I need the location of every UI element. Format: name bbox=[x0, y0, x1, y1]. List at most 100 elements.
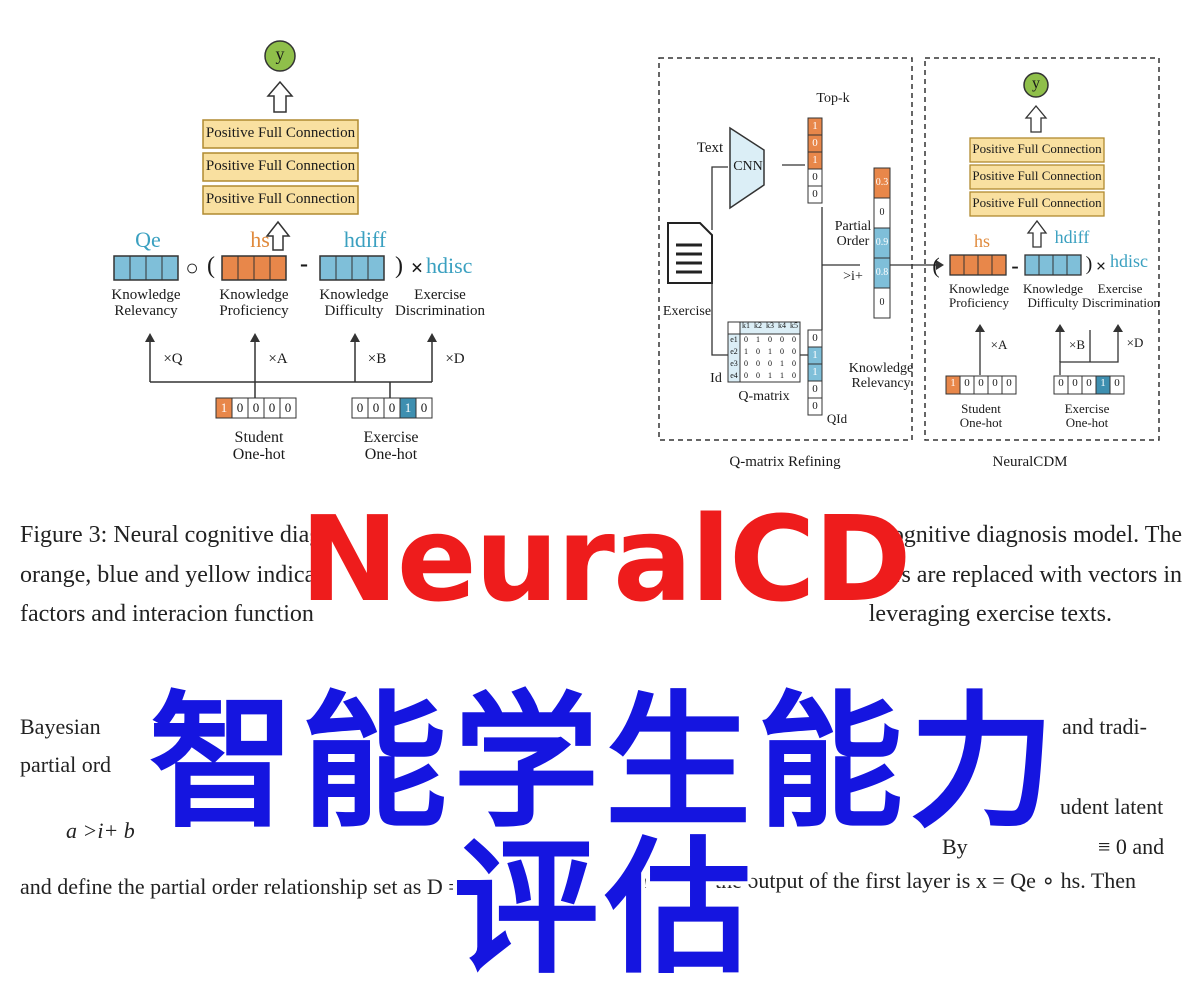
label-line: Exercise bbox=[1064, 401, 1110, 416]
up-arrow-icon bbox=[1026, 219, 1048, 248]
qmatrix-cell: 0 bbox=[780, 335, 784, 344]
body-text-span: h bbox=[636, 868, 647, 893]
fc-layer-label: Positive Full Connection bbox=[205, 191, 356, 207]
connector-lines bbox=[149, 340, 433, 398]
qmatrix-cell: 1 bbox=[780, 371, 784, 380]
caption-text: orange, blue and yellow indica bbox=[20, 562, 316, 588]
qmatrix-cell: 0 bbox=[744, 371, 748, 380]
knowledge-relevancy-label: Knowledge Relevancy bbox=[100, 287, 192, 320]
qmatrix-row: e4 0 0 1 1 0 bbox=[728, 370, 800, 382]
qmatrix-header: k1 k2 k3 k4 k5 bbox=[740, 321, 800, 330]
hdisc-label: hdisc bbox=[426, 253, 473, 278]
qmatrix-cell: 0 bbox=[792, 371, 796, 380]
hadamard-paren: ( bbox=[932, 253, 940, 278]
topk-label: Top-k bbox=[816, 91, 850, 106]
student-onehot-vector bbox=[215, 397, 297, 419]
hadamard-operator: ○ bbox=[185, 255, 199, 280]
topk-cell: 0 bbox=[812, 171, 818, 183]
output-node bbox=[264, 40, 296, 72]
hs-label: hs bbox=[973, 231, 990, 251]
exercise-onehot-vector bbox=[1053, 375, 1125, 395]
label-line: Order bbox=[836, 233, 870, 249]
neuralcdm-panel bbox=[924, 57, 1160, 441]
onehot-cell: 0 bbox=[372, 400, 380, 415]
fc-layer-3 bbox=[202, 185, 359, 215]
caption-line: factors and interacion function leveragi… bbox=[20, 601, 1182, 628]
knowledge-proficiency-label: Knowledge Proficiency bbox=[208, 287, 300, 320]
caption-text: factors and interacion function bbox=[20, 601, 314, 627]
label-line: One-hot bbox=[364, 445, 418, 463]
times-operator: × bbox=[410, 255, 424, 280]
qid-label: QId bbox=[826, 411, 848, 426]
qmatrix-rows: e1 0 1 0 0 0 e2 1 0 1 0 0 e3 0 0 0 1 0 e… bbox=[728, 334, 800, 382]
onehot-cell: 0 bbox=[1058, 377, 1064, 389]
qmatrix-cell: 0 bbox=[756, 359, 760, 368]
qmatrix-cell: 0 bbox=[756, 371, 760, 380]
label-line: One-hot bbox=[1065, 414, 1109, 430]
caption-text: cognitive diagnosis model. The bbox=[881, 522, 1182, 548]
qmatrix-header-cell: k2 bbox=[754, 321, 762, 330]
hdiff-vector bbox=[1024, 254, 1082, 276]
qmatrix-cell: 0 bbox=[780, 347, 784, 356]
body-line: Bayesian bbox=[20, 714, 101, 739]
qid-cell: 1 bbox=[812, 366, 818, 378]
relevancy-cell: 0 bbox=[879, 207, 885, 218]
relevancy-vector bbox=[873, 167, 891, 319]
mult-a-label: ×A bbox=[268, 351, 288, 367]
output-node-label: y bbox=[1032, 75, 1040, 92]
document-icon bbox=[667, 222, 713, 284]
onehot-cell: 0 bbox=[992, 377, 998, 389]
output-node bbox=[1023, 72, 1049, 98]
knowledge-difficulty-label: Knowledge Difficulty bbox=[308, 287, 400, 320]
mult-b-label: ×B bbox=[367, 351, 387, 367]
partial-order-label: Partial Order bbox=[826, 219, 880, 249]
onehot-cell: 0 bbox=[284, 400, 292, 415]
times-operator: × bbox=[1095, 256, 1107, 276]
qmatrix-cell: 0 bbox=[756, 347, 760, 356]
qmatrix-label: Q-matrix bbox=[738, 389, 790, 404]
hdiff-label: hdiff bbox=[1054, 227, 1090, 247]
minus-operator: - bbox=[300, 251, 308, 277]
mult-d-label: ×D bbox=[1126, 335, 1144, 350]
exercise-onehot-label: Exercise One-hot bbox=[346, 429, 436, 464]
qmatrix-row: e3 0 0 0 1 0 bbox=[728, 358, 800, 370]
overlay-subtitle: 智能学生能力评估 bbox=[149, 678, 1061, 994]
knowledge-relevancy-label: Knowledge Relevancy bbox=[846, 361, 916, 391]
hdiff-vector bbox=[319, 255, 385, 281]
label-line: One-hot bbox=[959, 414, 1003, 430]
arrow-heads bbox=[936, 260, 1123, 332]
label-line: Difficulty bbox=[324, 302, 384, 319]
onehot-cell: 1 bbox=[950, 377, 956, 389]
label-line: Student bbox=[234, 429, 284, 446]
body-line: hdisc ≡ 1, the output of the first layer… bbox=[636, 868, 1136, 894]
label-line: Exercise bbox=[1097, 281, 1143, 296]
label-line: Knowledge bbox=[111, 287, 181, 303]
fc-layer-1 bbox=[969, 137, 1105, 163]
fc-layer-2 bbox=[969, 164, 1105, 190]
onehot-cell: 0 bbox=[252, 400, 260, 415]
label-line: Relevancy bbox=[114, 302, 178, 319]
caption-line: Figure 3: Neural cognitive diag cognitiv… bbox=[20, 522, 1182, 549]
exercise-label: Exercise bbox=[662, 304, 712, 319]
mult-b-label: ×B bbox=[1068, 337, 1085, 352]
knowledge-difficulty-label: Knowledge Difficulty bbox=[1020, 282, 1086, 309]
onehot-cell: 0 bbox=[1114, 377, 1120, 389]
fc-layer-2 bbox=[202, 152, 359, 182]
qmatrix-cell: 1 bbox=[780, 359, 784, 368]
body-line: partial ord bbox=[20, 752, 112, 777]
relevancy-cell: 0.3 bbox=[875, 177, 889, 188]
label-line: Knowledge bbox=[319, 287, 389, 303]
id-label: Id bbox=[710, 371, 722, 386]
output-node-label: y bbox=[275, 44, 285, 64]
qmatrix-panel bbox=[658, 57, 913, 441]
qmatrix-cell: 1 bbox=[768, 371, 772, 380]
qid-cell: 0 bbox=[812, 332, 818, 344]
qmatrix-row-name: e3 bbox=[730, 359, 738, 368]
onehot-cell: 0 bbox=[1006, 377, 1012, 389]
onehot-cell: 0 bbox=[420, 400, 428, 415]
cnn-block bbox=[729, 126, 765, 210]
exercise-onehot-label: Exercise One-hot bbox=[1052, 402, 1122, 429]
relevancy-cell: 0.9 bbox=[875, 237, 889, 248]
label-line: Knowledge bbox=[949, 281, 1009, 296]
open-paren: ( bbox=[207, 253, 215, 279]
